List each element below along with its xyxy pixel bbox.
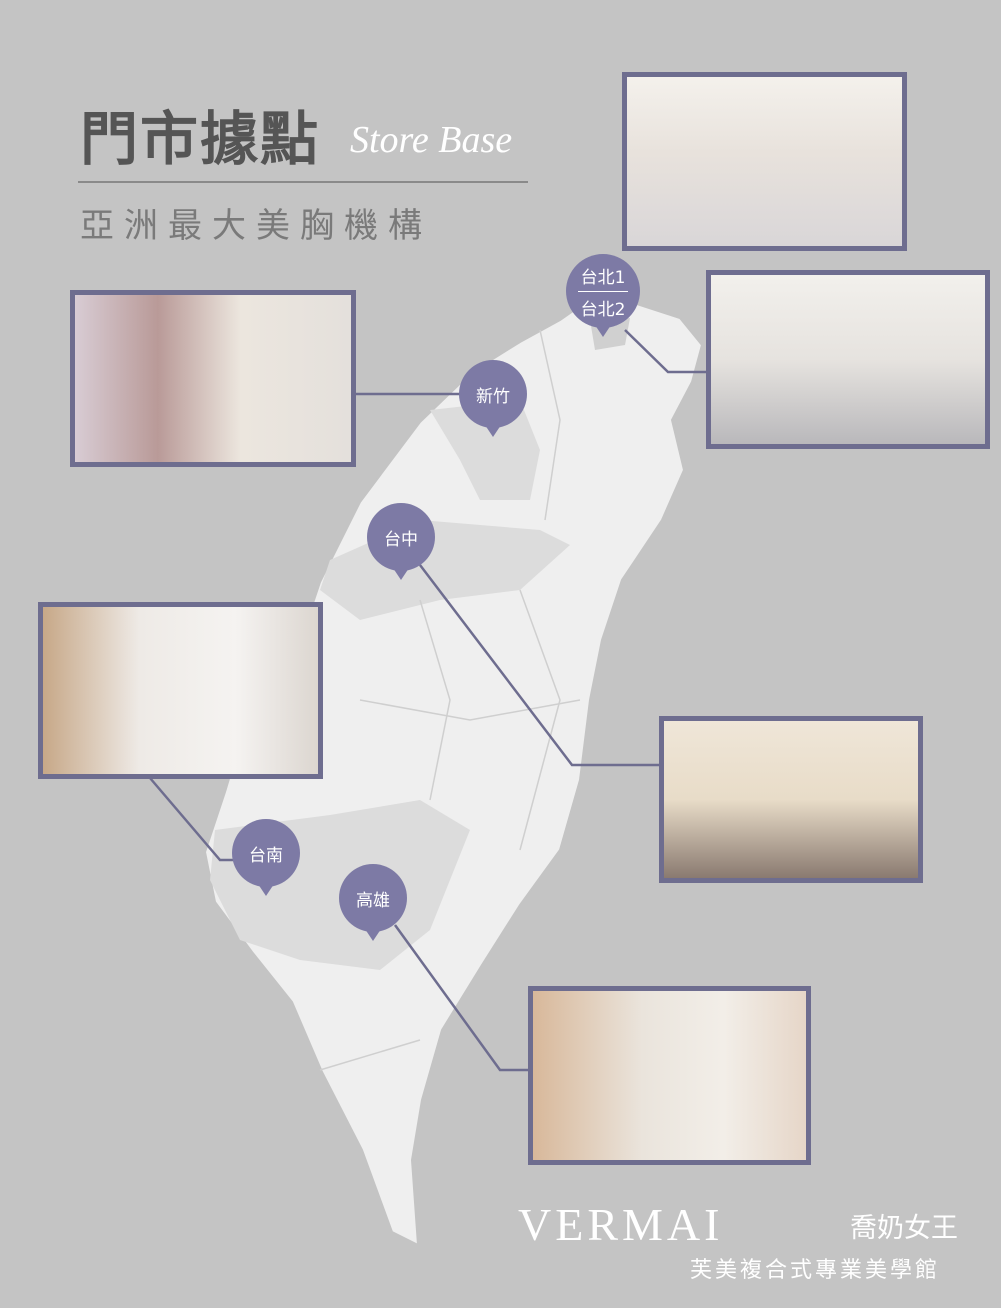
pin-label: 台北2 xyxy=(580,299,626,320)
pin-label: 台北1 xyxy=(580,267,626,288)
county-borders xyxy=(319,329,581,1071)
pin-taichung[interactable]: 台中 xyxy=(367,503,435,580)
pin-label: 高雄 xyxy=(356,890,390,911)
pin-label: 台中 xyxy=(384,529,418,550)
page-title-english: Store Base xyxy=(350,119,513,161)
page-title: 門市據點 xyxy=(80,105,321,173)
store-photo-hsinchu xyxy=(70,290,356,467)
brand-tagline: 芙美複合式專業美學館 xyxy=(690,1258,941,1283)
subtitle: 亞洲最大美胸機構 xyxy=(80,206,432,246)
connector-lines xyxy=(149,329,706,1072)
brand-name: 喬奶女王 xyxy=(850,1213,958,1244)
pin-tainan[interactable]: 台南 xyxy=(232,819,300,896)
store-photo-taipei-2 xyxy=(706,270,990,449)
brand-logo: VERMAI xyxy=(518,1199,724,1250)
pin-kaohsiung[interactable]: 高雄 xyxy=(339,864,407,941)
pin-taipei[interactable]: 台北1 台北2 xyxy=(566,254,640,337)
pin-hsinchu[interactable]: 新竹 xyxy=(459,360,527,437)
pin-label: 台南 xyxy=(249,845,283,866)
store-photo-tainan xyxy=(659,716,923,883)
pin-separator xyxy=(578,290,628,292)
store-photo-kaohsiung xyxy=(528,986,811,1165)
region-hsinchu xyxy=(430,400,540,500)
store-photo-taichung xyxy=(38,602,323,779)
store-photo-taipei-1 xyxy=(622,72,907,251)
divider xyxy=(78,181,528,183)
pin-label: 新竹 xyxy=(476,386,510,407)
